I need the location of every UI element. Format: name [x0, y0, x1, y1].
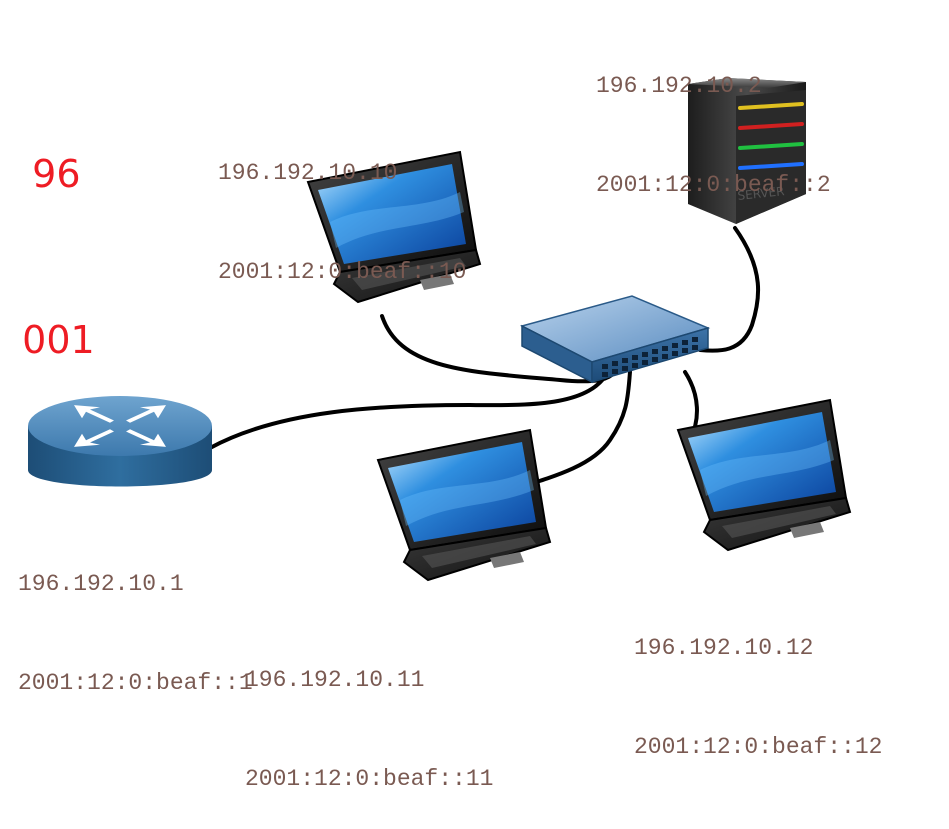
- side-text-line2: 001: [22, 318, 95, 362]
- laptop-icon: [377, 429, 551, 581]
- laptop-middle-address: 196.192.10.11 2001:12:0:beaf::11: [245, 598, 493, 829]
- side-text-line1: 96: [32, 152, 81, 196]
- router-ipv4: 196.192.10.1: [18, 571, 184, 597]
- side-text-bottom: 001: [0, 280, 95, 360]
- cable-router: [208, 370, 610, 450]
- network-diagram: SERVER: [28, 78, 851, 581]
- laptop-top-ipv4: 196.192.10.10: [218, 160, 398, 186]
- server-ipv4: 196.192.10.2: [596, 73, 762, 99]
- server-icon: SERVER: [688, 78, 806, 224]
- laptop-middle-ipv6: 2001:12:0:beaf::11: [245, 766, 494, 792]
- server-address: 196.192.10.2 2001:12:0:beaf::2: [596, 4, 831, 235]
- router-icon: [28, 396, 212, 487]
- side-text-top: 96: [8, 114, 81, 196]
- laptop-top-ipv6: 2001:12:0:beaf::10: [218, 259, 467, 285]
- laptop-middle-ipv4: 196.192.10.11: [245, 667, 425, 693]
- laptop-top-address: 196.192.10.10 2001:12:0:beaf::10: [218, 91, 466, 322]
- server-label: SERVER: [737, 184, 785, 203]
- cable-server: [698, 226, 761, 353]
- laptop-right-address: 196.192.10.12 2001:12:0:beaf::12: [634, 566, 882, 797]
- server-ipv6: 2001:12:0:beaf::2: [596, 172, 831, 198]
- switch-icon: [519, 295, 711, 384]
- router-ipv6: 2001:12:0:beaf::1: [18, 670, 253, 696]
- laptop-right-ipv6: 2001:12:0:beaf::12: [634, 734, 883, 760]
- laptop-icon: [677, 399, 851, 551]
- router-address: 196.192.10.1 2001:12:0:beaf::1: [18, 502, 253, 733]
- laptop-right-ipv4: 196.192.10.12: [634, 635, 814, 661]
